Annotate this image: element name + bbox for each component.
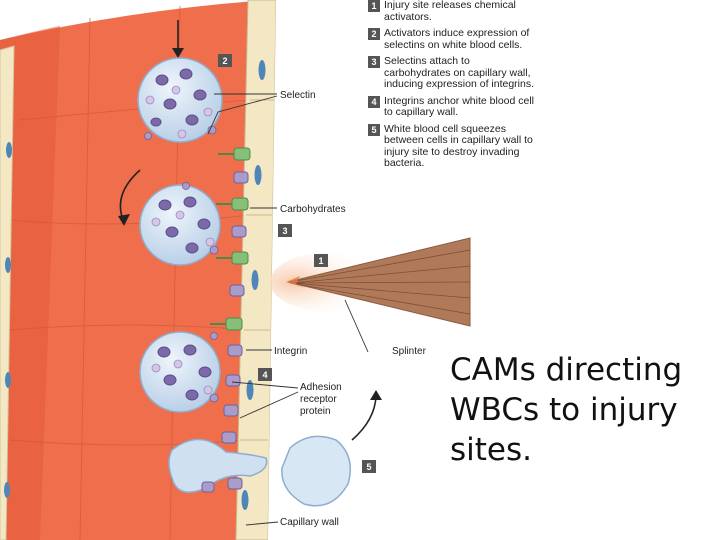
migration-arrow bbox=[351, 390, 382, 441]
legend-step-2: 2 Activators induce expression of select… bbox=[368, 27, 538, 51]
label-adhesion-line3: protein bbox=[300, 406, 331, 417]
legend-step-4: 4 Integrins anchor white blood cell to c… bbox=[368, 94, 538, 119]
label-adhesion-line2: receptor bbox=[300, 394, 337, 405]
vessel-shade bbox=[0, 26, 60, 540]
rolling-arrow bbox=[118, 169, 141, 226]
legend-step-5: 5 White blood cell squeezes between cell… bbox=[368, 122, 538, 170]
marker-1: 1 bbox=[314, 254, 328, 267]
svg-text:5: 5 bbox=[366, 462, 371, 472]
label-splinter: Splinter bbox=[392, 346, 427, 357]
legend-num-4: 4 bbox=[368, 95, 380, 108]
step-legend: 1 Injury site releases chemical activato… bbox=[368, 0, 538, 175]
label-integrin: Integrin bbox=[274, 346, 307, 357]
splinter bbox=[270, 237, 471, 327]
entry-arrow bbox=[172, 20, 184, 58]
wbc-1 bbox=[137, 57, 223, 143]
leader-lines bbox=[207, 93, 369, 526]
label-selectin: Selectin bbox=[280, 90, 316, 101]
legend-text-2: Activators induce expression of selectin… bbox=[384, 27, 530, 51]
legend-step-3: 3 Selectins attach to carbohydrates on c… bbox=[368, 55, 538, 91]
marker-5: 5 bbox=[362, 460, 376, 473]
svg-text:2: 2 bbox=[222, 56, 227, 66]
svg-text:4: 4 bbox=[262, 370, 267, 380]
label-adhesion-line1: Adhesion bbox=[300, 382, 342, 393]
step-markers: 2 3 1 4 5 bbox=[218, 54, 376, 473]
wbc-squeezing bbox=[168, 438, 268, 493]
svg-text:1: 1 bbox=[318, 256, 323, 266]
label-carbohydrates: Carbohydrates bbox=[280, 204, 346, 215]
wbc-3 bbox=[139, 331, 221, 413]
legend-text-1: Injury site releases chemical activators… bbox=[384, 0, 516, 23]
marker-4: 4 bbox=[258, 368, 272, 381]
wbc-2 bbox=[139, 184, 221, 266]
left-vessel-wall bbox=[0, 45, 15, 540]
white-blood-cells bbox=[137, 57, 351, 507]
legend-text-4: Integrins anchor white blood cell to cap… bbox=[384, 94, 535, 118]
marker-2: 2 bbox=[218, 54, 232, 67]
svg-text:3: 3 bbox=[282, 226, 287, 236]
wbc-tissue bbox=[281, 435, 351, 507]
slide-caption: CAMs directing WBCs to injury sites. bbox=[450, 352, 683, 468]
marker-3: 3 bbox=[278, 224, 292, 237]
legend-num-5: 5 bbox=[368, 123, 380, 136]
capillary-wall bbox=[235, 0, 277, 540]
legend-text-5: White blood cell squeezes between cells … bbox=[384, 122, 533, 169]
diagram-labels: Selectin Carbohydrates Integrin Splinter… bbox=[274, 90, 427, 528]
legend-num-2: 2 bbox=[368, 28, 380, 40]
legend-num-3: 3 bbox=[368, 56, 380, 68]
legend-num-1: 1 bbox=[368, 0, 380, 12]
label-capillary-wall: Capillary wall bbox=[280, 517, 339, 528]
label-adhesion: Adhesion receptor protein bbox=[300, 382, 344, 417]
legend-step-1: 1 Injury site releases chemical activato… bbox=[368, 0, 538, 23]
adhesion-molecules bbox=[144, 125, 251, 493]
legend-text-3: Selectins attach to carbohydrates on cap… bbox=[384, 55, 535, 90]
